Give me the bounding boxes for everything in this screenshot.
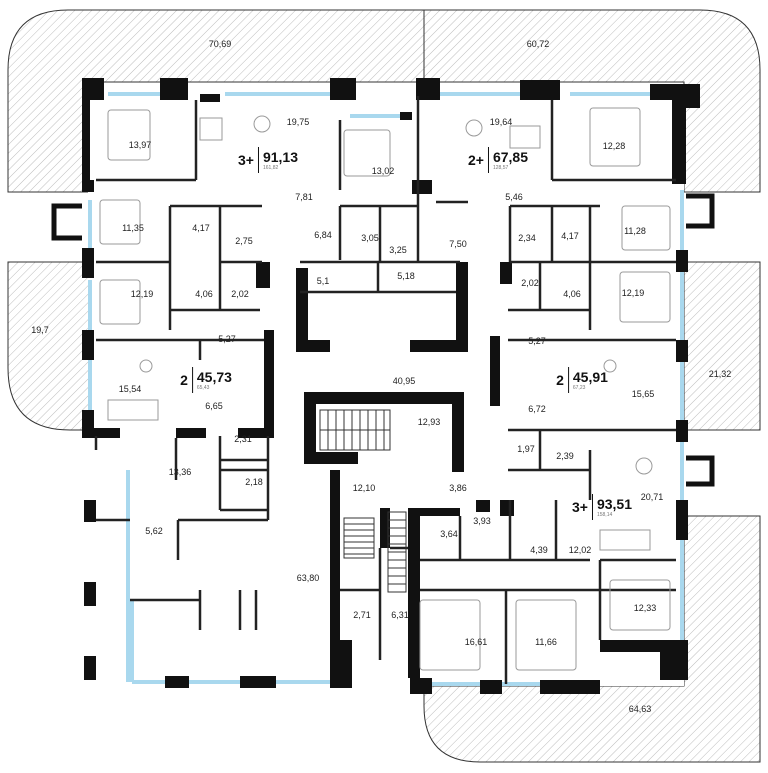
room-area-label: 3,64 — [440, 529, 458, 539]
room-area-label: 12,19 — [621, 288, 645, 298]
terrace-ne — [423, 9, 761, 193]
room-area-label: 20,71 — [640, 492, 664, 502]
apartment-area-block: 93,51 158,14 — [596, 495, 633, 518]
apartment-rooms: 2+ — [467, 152, 484, 168]
room-area-label: 5,27 — [218, 334, 236, 344]
apartment-area: 67,85 — [492, 148, 529, 165]
room-area-label: 4,17 — [561, 231, 579, 241]
room-area-label: 12,28 — [602, 141, 626, 151]
apartment-area-block: 45,73 65,43 — [196, 368, 232, 391]
apartment-total-area: 128,57 — [492, 164, 509, 171]
room-area-label: 4,06 — [563, 289, 581, 299]
room-area-label: 5,62 — [145, 526, 163, 536]
terrace-se — [423, 515, 761, 763]
apartment-area-block: 45,91 67,23 — [572, 368, 608, 391]
apartment-divider — [591, 494, 593, 520]
apartment-area-block: 67,85 128,57 — [492, 148, 529, 171]
room-area-label: 3,86 — [449, 483, 467, 493]
room-area-label: 4,06 — [195, 289, 213, 299]
apartment-rooms: 3+ — [571, 499, 588, 515]
apartment-divider — [487, 147, 489, 173]
apartment-divider — [257, 147, 259, 173]
room-area-label: 12,19 — [130, 289, 154, 299]
room-area-label: 3,93 — [473, 516, 491, 526]
terrace-w-area: 19,7 — [31, 325, 49, 335]
apartment-area: 91,13 — [262, 148, 299, 165]
room-area-label: 11,66 — [535, 637, 557, 647]
room-area-label: 6,31 — [391, 610, 409, 620]
furniture — [99, 107, 671, 671]
room-area-label: 3,25 — [389, 245, 407, 255]
room-area-label: 2,02 — [231, 289, 249, 299]
room-area-label: 7,81 — [295, 192, 313, 202]
room-area-label: 40,95 — [392, 376, 416, 386]
room-area-label: 12,10 — [352, 483, 376, 493]
room-area-label: 5,46 — [505, 192, 523, 202]
apartment-marker[interactable]: 2 45,73 65,43 — [180, 367, 232, 393]
apartment-rooms: 2 — [180, 372, 188, 388]
room-area-label: 4,17 — [192, 223, 210, 233]
room-area-label: 2,02 — [521, 278, 539, 288]
room-area-label: 13,97 — [128, 140, 152, 150]
room-area-label: 12,93 — [417, 417, 441, 427]
apartment-marker[interactable]: 3+ 93,51 158,14 — [572, 494, 632, 520]
terrace-nw-area: 70,69 — [208, 39, 232, 49]
room-area-label: 6,84 — [314, 230, 332, 240]
room-area-label: 2,18 — [245, 477, 263, 487]
room-area-label: 1,97 — [517, 444, 535, 454]
room-area-label: 2,34 — [518, 233, 536, 243]
room-area-label: 19,64 — [489, 117, 513, 127]
room-area-label: 2,31 — [234, 434, 252, 444]
apartment-area-block: 91,13 161,82 — [262, 148, 299, 171]
room-area-label: 63,80 — [296, 573, 320, 583]
apartment-total-area: 65,43 — [196, 384, 210, 391]
apartment-marker[interactable]: 2+ 67,85 128,57 — [468, 147, 528, 173]
room-area-label: 6,72 — [528, 404, 546, 414]
terrace-se-area: 64,63 — [628, 704, 652, 714]
room-area-label: 4,39 — [530, 545, 548, 555]
terrace-w — [7, 261, 93, 431]
apartment-total-area: 158,14 — [596, 511, 613, 518]
room-area-label: 19,75 — [286, 117, 310, 127]
room-area-label: 12,33 — [633, 603, 657, 613]
room-area-label: 3,05 — [361, 233, 379, 243]
terrace-ne-area: 60,72 — [526, 39, 550, 49]
apartment-area: 93,51 — [596, 495, 633, 512]
terrace-e — [683, 261, 761, 431]
room-area-label: 15,54 — [118, 384, 142, 394]
room-area-label: 5,27 — [528, 336, 546, 346]
apartment-total-area: 67,23 — [572, 384, 586, 391]
room-area-label: 11,35 — [122, 223, 144, 233]
room-area-label: 15,65 — [631, 389, 655, 399]
apartment-area: 45,91 — [572, 368, 608, 385]
terrace-e-area: 21,32 — [708, 369, 732, 379]
apartment-area: 45,73 — [196, 368, 232, 385]
room-area-label: 16,61 — [464, 637, 488, 647]
stairs — [319, 409, 407, 593]
apartment-marker[interactable]: 2 45,91 67,23 — [556, 367, 608, 393]
apartment-marker[interactable]: 3+ 91,13 161,82 — [238, 147, 298, 173]
room-area-label: 2,71 — [353, 610, 371, 620]
apartment-divider — [567, 367, 569, 393]
room-area-label: 13,02 — [371, 166, 395, 176]
room-area-label: 11,28 — [624, 226, 646, 236]
room-area-label: 5,1 — [316, 276, 330, 286]
apartment-total-area: 161,82 — [262, 164, 279, 171]
room-area-label: 12,02 — [568, 545, 592, 555]
room-area-label: 2,39 — [556, 451, 574, 461]
room-area-label: 6,65 — [205, 401, 223, 411]
apartment-rooms: 2 — [556, 372, 564, 388]
core-walls — [296, 180, 514, 678]
room-area-label: 7,50 — [449, 239, 467, 249]
apartment-divider — [191, 367, 193, 393]
partitions — [94, 96, 676, 684]
room-area-label: 5,18 — [397, 271, 415, 281]
room-area-label: 2,75 — [235, 236, 253, 246]
apartment-rooms: 3+ — [237, 152, 254, 168]
balconies — [51, 193, 715, 487]
room-area-label: 13,36 — [168, 467, 192, 477]
